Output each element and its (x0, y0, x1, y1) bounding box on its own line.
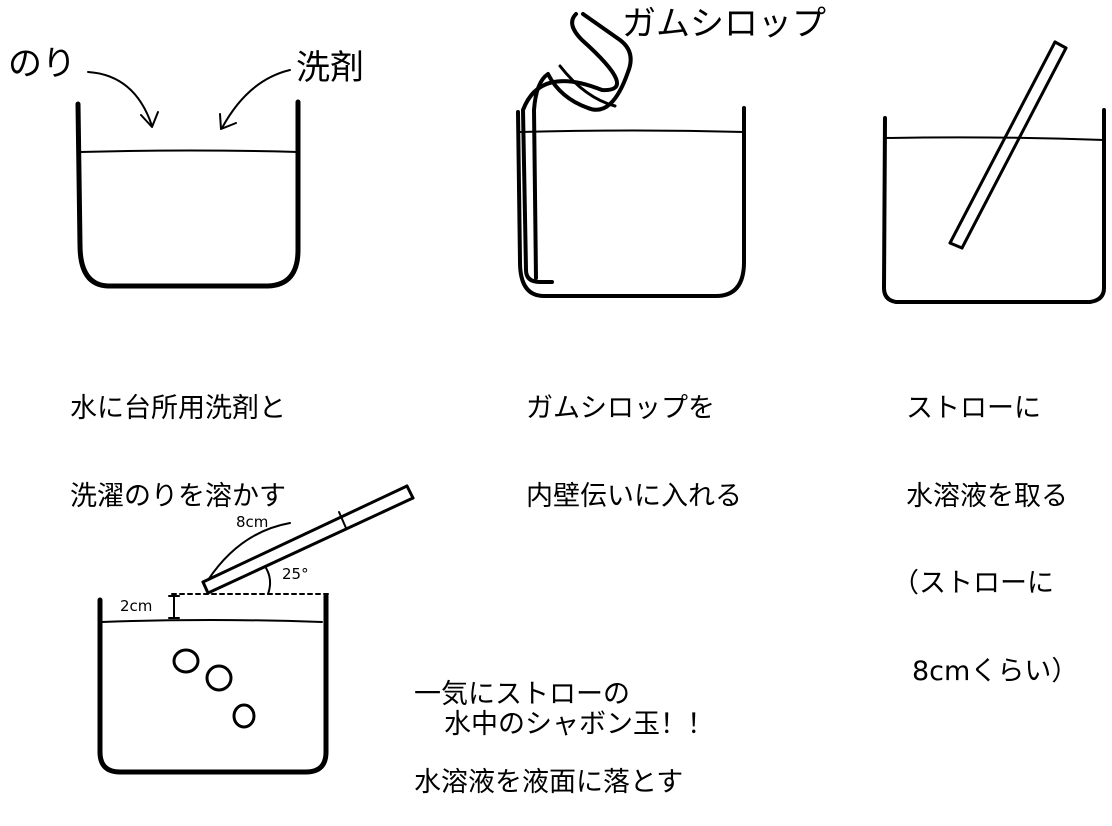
step2-line2: 内壁伝いに入れる (526, 480, 742, 512)
bubble (205, 664, 233, 692)
straw-length-mark (338, 511, 347, 529)
beaker-1 (75, 99, 301, 289)
beaker-4 (97, 593, 329, 775)
step2-line1: ガムシロップを (526, 393, 715, 425)
step1-line1: 水に台所用洗剤と (70, 393, 286, 425)
label-gum-syrup: ガムシロップ (622, 4, 826, 44)
arrow-detergent-head (219, 113, 237, 130)
step4-exclamation: 水中のシャボン玉！！ (444, 709, 714, 740)
straw-length-arc (207, 522, 291, 581)
straw-3 (948, 40, 1068, 250)
step3-line4: 8cmくらい） (912, 655, 1079, 687)
bubble (172, 648, 200, 674)
step1-line2: 洗濯のりを溶かす (70, 480, 286, 512)
experiment-diagram (75, 12, 1106, 775)
arrow-glue-head (140, 111, 159, 128)
beaker-3 (882, 108, 1106, 304)
step2-caption: ガムシロップを 内壁伝いに入れる (526, 336, 742, 540)
step1-caption: 水に台所用洗剤と 洗濯のりを溶かす (70, 336, 286, 540)
beaker-2 (516, 106, 746, 298)
step4-line2: 水溶液を液面に落とす (414, 766, 684, 798)
arrow-glue (87, 71, 153, 127)
angle-arc (265, 567, 272, 595)
straw-4 (201, 484, 415, 595)
step3-line2: 水溶液を取る (906, 480, 1068, 512)
step3-line1: ストローに (906, 393, 1041, 425)
step3-caption: ストローに 水溶液を取る （ストローに 8cmくらい） (892, 336, 1079, 715)
label-angle: 25° (282, 565, 309, 583)
arrow-detergent (221, 69, 291, 129)
step3-line3: （ストローに (892, 568, 1054, 600)
step4-line1: 一気にストローの (414, 679, 630, 711)
bubble (232, 703, 256, 729)
gum-syrup-tube (521, 12, 633, 284)
height-bracket (168, 595, 180, 619)
label-drop-height: 2cm (120, 597, 153, 615)
label-glue: のり (8, 44, 76, 84)
label-detergent: 洗剤 (296, 48, 364, 88)
label-straw-length: 8cm (236, 513, 269, 531)
